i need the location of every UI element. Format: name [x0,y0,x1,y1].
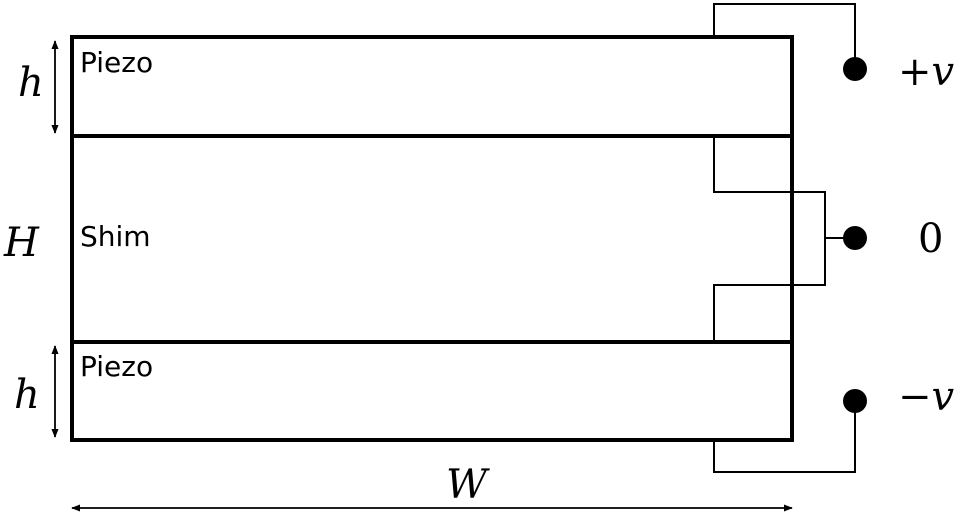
shim-layer [70,134,794,344]
negative-terminal-label: −v [898,374,955,420]
ground-wire-upper [713,136,826,342]
total-thickness-label: H [3,220,40,266]
top-piezo-layer [70,35,794,138]
top-thickness-label: h [18,60,44,106]
width-label: W [446,462,490,508]
bottom-thickness-label: h [14,372,40,418]
positive-wire [713,3,856,68]
bottom-piezo-label: Piezo [80,350,153,383]
negative-wire [713,402,856,473]
ground-terminal [843,226,867,250]
bottom-piezo-layer [70,340,794,442]
positive-terminal [843,57,867,81]
ground-terminal-label: 0 [918,216,943,262]
negative-terminal [843,389,867,413]
top-piezo-label: Piezo [80,46,153,79]
shim-label: Shim [80,220,151,253]
positive-terminal-label: +v [898,49,955,95]
